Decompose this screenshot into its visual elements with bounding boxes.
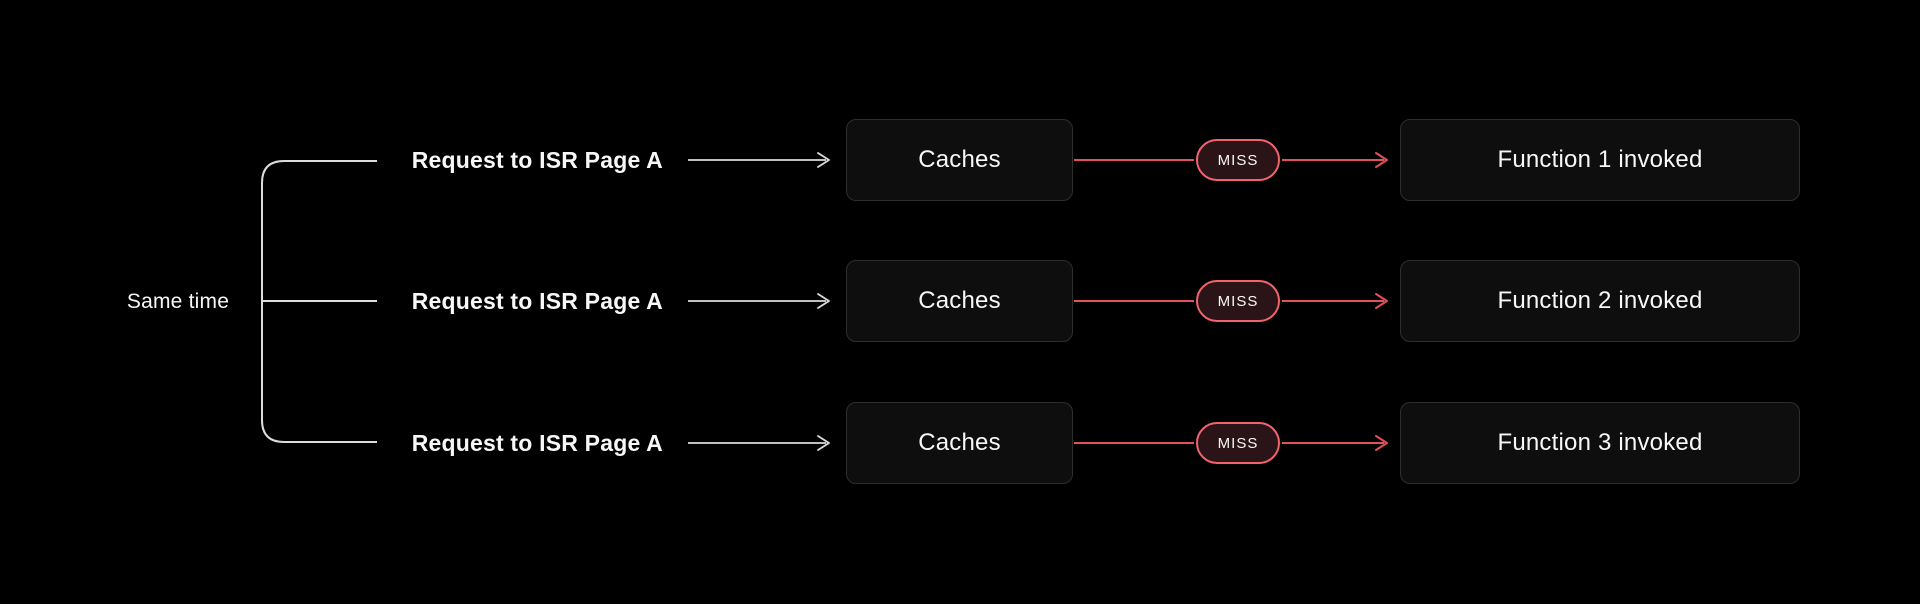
miss-status-badge: MISS: [1196, 280, 1280, 322]
function-invoked-box: Function 2 invoked: [1400, 260, 1800, 342]
miss-status-label: MISS: [1217, 292, 1259, 310]
cache-box: Caches: [846, 119, 1073, 201]
cache-box-label: Caches: [918, 429, 1001, 456]
miss-status-label: MISS: [1217, 151, 1259, 169]
cache-box: Caches: [846, 260, 1073, 342]
miss-status-badge: MISS: [1196, 139, 1280, 181]
function-invoked-box: Function 1 invoked: [1400, 119, 1800, 201]
function-invoked-label: Function 2 invoked: [1497, 287, 1703, 314]
same-time-label: Same time: [126, 290, 230, 313]
cache-box-label: Caches: [918, 287, 1001, 314]
cache-box-label: Caches: [918, 146, 1001, 173]
function-invoked-label: Function 3 invoked: [1497, 429, 1703, 456]
arrow-right-icon: [817, 293, 830, 309]
cache-box: Caches: [846, 402, 1073, 484]
request-label: Request to ISR Page A: [411, 429, 663, 456]
request-label: Request to ISR Page A: [411, 287, 663, 314]
request-label: Request to ISR Page A: [411, 146, 663, 173]
arrow-right-icon: [817, 152, 830, 168]
miss-status-badge: MISS: [1196, 422, 1280, 464]
arrow-right-icon: [817, 435, 830, 451]
red-arrow-right-icon: [1375, 293, 1388, 309]
red-arrow-right-icon: [1375, 435, 1388, 451]
function-invoked-label: Function 1 invoked: [1497, 146, 1703, 173]
function-invoked-box: Function 3 invoked: [1400, 402, 1800, 484]
miss-status-label: MISS: [1217, 434, 1259, 452]
red-arrow-right-icon: [1375, 152, 1388, 168]
